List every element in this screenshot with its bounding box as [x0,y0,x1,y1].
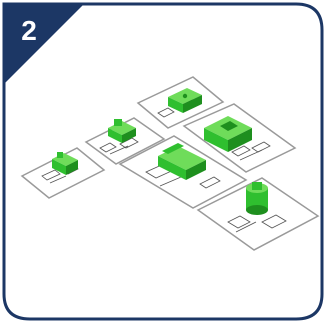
large-pocket-block-part-icon [204,116,252,152]
step-badge-triangle [4,4,84,84]
drawing-sheet-6 [196,177,320,251]
drawing-sheet-1 [20,147,106,199]
flat-block-part-icon [168,88,202,113]
drawing-sheet-3 [136,76,225,129]
drawing-views [227,214,287,233]
step-number: 2 [21,15,37,46]
stepped-block-part-icon [108,119,136,143]
drawing-views [231,141,271,161]
long-bracket-part-icon [158,143,206,180]
drawing-sheet-2 [84,117,166,165]
drawing-sheet-4 [182,103,297,173]
cylinder-part-icon [246,182,268,215]
step-badge: 2 [4,4,84,84]
drawing-sheet-5 [118,135,248,209]
small-block-part-icon [52,152,78,175]
